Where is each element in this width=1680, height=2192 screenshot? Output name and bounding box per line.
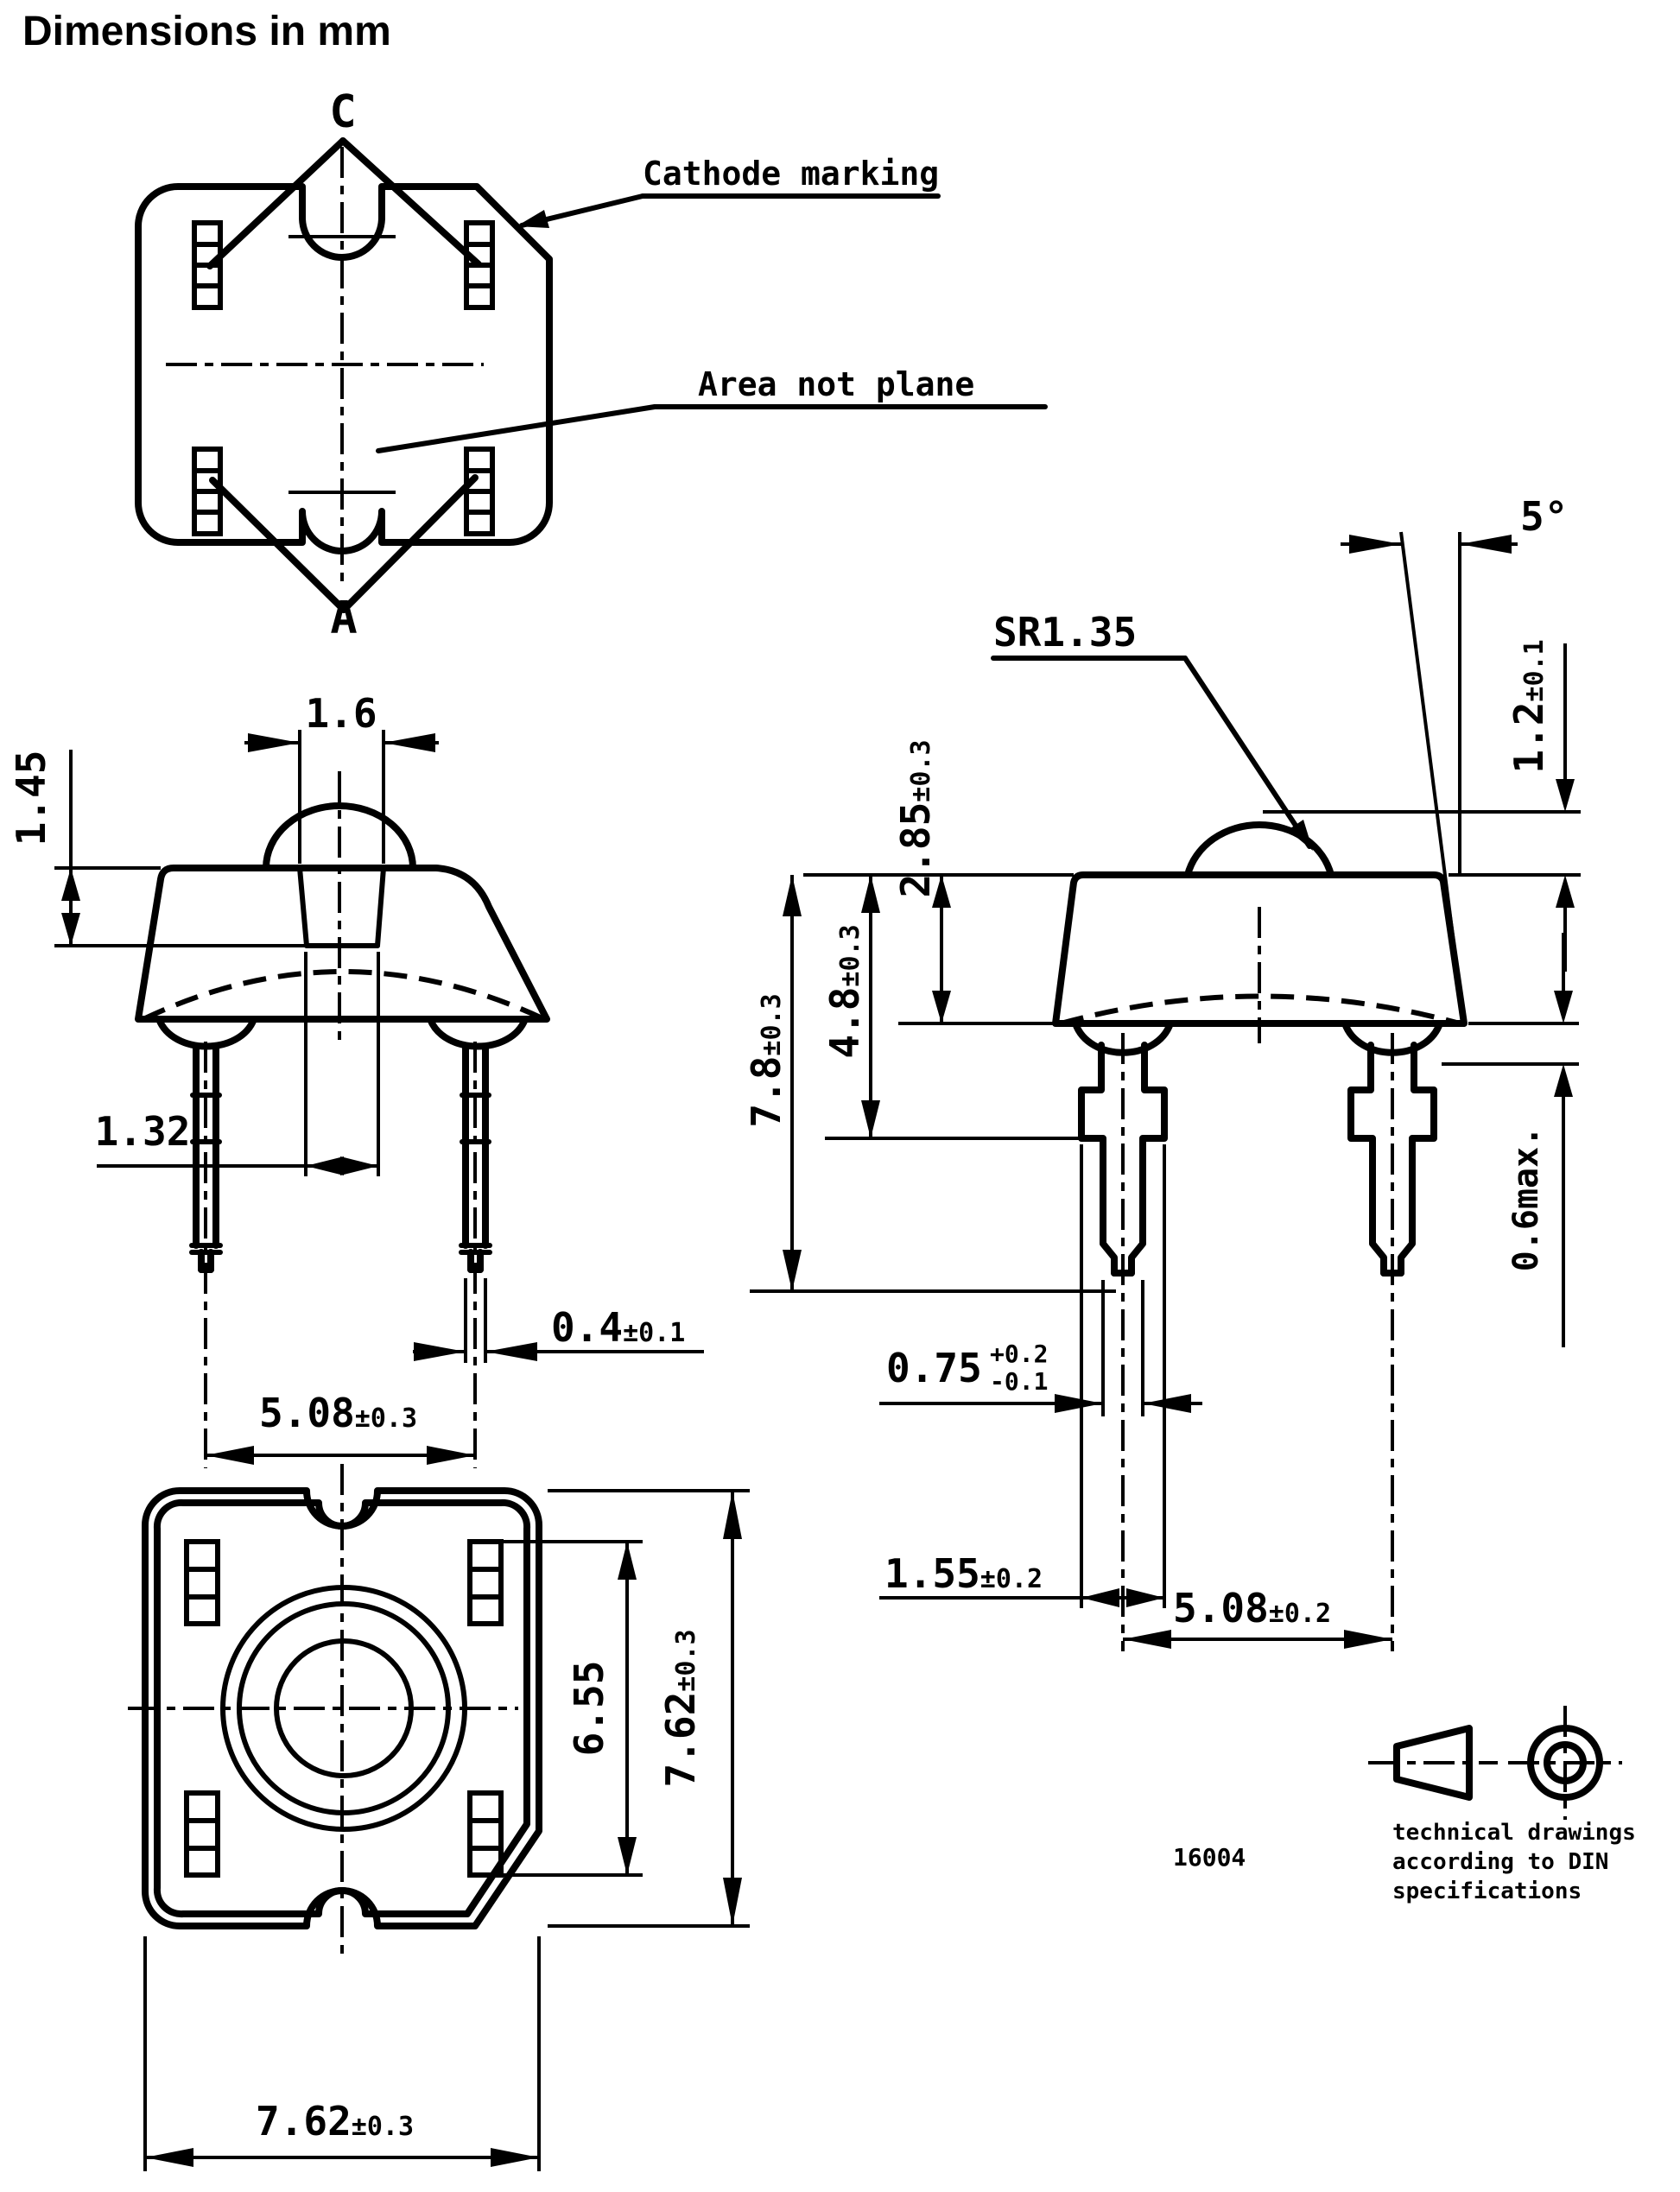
anode-pin-label: A <box>330 592 357 644</box>
dim-dome-height: 1.2±0.1 <box>1263 639 1581 972</box>
svg-text:7.62±0.3: 7.62±0.3 <box>657 1629 704 1787</box>
dim-side-lead-pitch: 5.08±0.2 <box>1123 1585 1392 1649</box>
dim-overall-length-tol: ±0.3 <box>757 993 787 1055</box>
dim-body-width: 7.62±0.3 <box>143 1936 541 2171</box>
dim-pin-width-value: 0.75 <box>886 1345 982 1391</box>
dim-cup-depth-value: 1.45 <box>8 751 54 846</box>
dim-side-lead-pitch-value: 5.08 <box>1173 1585 1269 1631</box>
drawing-number: 16004 <box>1173 1843 1246 1872</box>
front-view-right-lead <box>459 1042 492 1468</box>
dim-draft-angle: 5° <box>1341 493 1568 1024</box>
dim-body-depth-value: 7.62 <box>657 1692 704 1788</box>
svg-text:1.55±0.2: 1.55±0.2 <box>884 1550 1043 1597</box>
front-view: 1.6 1.45 1.32 0.4±0.1 <box>8 690 704 1468</box>
dim-body-width-value: 7.62 <box>256 2098 352 2144</box>
dome-radius-label: SR1.35 <box>993 609 1137 656</box>
din-note-line2: according to DIN <box>1392 1849 1608 1875</box>
svg-text:7.8±0.3: 7.8±0.3 <box>743 993 789 1127</box>
dim-body-height-tol: ±0.3 <box>906 739 936 801</box>
dim-shoulder-width-tol: ±0.2 <box>980 1564 1043 1594</box>
svg-text:5.08±0.2: 5.08±0.2 <box>1173 1585 1331 1631</box>
dim-pin-width-tol-plus: +0.2 <box>990 1340 1048 1368</box>
dome-radius-callout: SR1.35 <box>991 609 1313 851</box>
bottom-view: 6.55 7.62±0.3 7.62±0.3 <box>128 1464 750 2171</box>
cathode-marking-label: Cathode marking <box>643 155 939 193</box>
top-view-body-outline <box>135 183 553 554</box>
dim-lead-thickness-value: 0.4 <box>551 1304 623 1351</box>
side-view-area-not-plane-arc <box>1060 993 1461 1026</box>
din-block: 16004 technical drawings according to DI… <box>1173 1706 1636 1904</box>
top-view: C A Cathode marking Area not plane <box>135 86 1048 644</box>
side-view-body-outline <box>1052 871 1468 1027</box>
area-not-plane-callout: Area not plane <box>376 365 1048 453</box>
dim-side-lead-pitch-tol: ±0.2 <box>1269 1599 1331 1629</box>
svg-text:4.8±0.3: 4.8±0.3 <box>821 924 868 1058</box>
side-view: 5° SR1.35 1.2±0.1 2.85±0.3 <box>743 493 1581 1651</box>
dim-standoff: 0.6max. <box>1442 933 1579 1347</box>
dim-shoulder-depth: 4.8±0.3 <box>821 875 1080 1140</box>
bottom-view-lead-pads <box>184 1539 504 1878</box>
dim-lead-thickness-tol: ±0.1 <box>623 1318 685 1348</box>
svg-text:5.08±0.3: 5.08±0.3 <box>259 1390 417 1436</box>
dim-shoulder-width-value: 1.55 <box>884 1550 980 1597</box>
svg-text:2.85±0.3: 2.85±0.3 <box>892 739 939 897</box>
dim-pad-span: 6.55 <box>484 1540 643 1877</box>
dim-dome-height-tol: ±0.1 <box>1519 639 1550 701</box>
cathode-leader-arrowhead <box>517 210 549 228</box>
dim-dome-height-value: 1.2 <box>1506 702 1552 774</box>
projection-cone-icon <box>1393 1725 1473 1801</box>
dim-dome-width-value: 1.6 <box>305 690 377 737</box>
dim-shoulder-depth-value: 4.8 <box>821 987 868 1059</box>
dim-pin-width-tol-minus: -0.1 <box>990 1367 1048 1396</box>
svg-text:0.4±0.1: 0.4±0.1 <box>551 1304 685 1351</box>
dim-front-lead-pitch-tol: ±0.3 <box>355 1403 417 1434</box>
side-view-lens-dome <box>1184 820 1334 878</box>
cathode-marking-callout: Cathode marking <box>517 155 941 228</box>
dim-lead-thickness: 0.4±0.1 <box>413 1278 704 1363</box>
dim-pin-width: 0.75 +0.2 -0.1 <box>879 1280 1202 1416</box>
first-angle-projection-icon <box>1368 1706 1622 1820</box>
din-note-line1: technical drawings <box>1392 1820 1636 1846</box>
side-view-left-lead <box>1078 1033 1168 1651</box>
svg-text:7.62±0.3: 7.62±0.3 <box>256 2098 414 2144</box>
page-title: Dimensions in mm <box>22 9 391 54</box>
svg-text:1.2±0.1: 1.2±0.1 <box>1506 639 1552 773</box>
dim-shoulder-width: 1.55±0.2 <box>879 1144 1166 1608</box>
dim-body-width-tol: ±0.3 <box>352 2112 414 2142</box>
dim-body-height: 2.85±0.3 <box>892 739 1056 1025</box>
dim-body-depth-tol: ±0.3 <box>671 1629 701 1691</box>
dim-cup-depth: 1.45 <box>8 750 307 947</box>
dim-pad-span-value: 6.55 <box>566 1661 612 1757</box>
dim-cup-bottom-width: 1.32 <box>95 952 380 1176</box>
dome-radius-arrowhead <box>1288 820 1313 851</box>
dim-front-lead-pitch: 5.08±0.3 <box>206 1390 475 1465</box>
cathode-pin-label: C <box>329 86 356 138</box>
dim-body-height-value: 2.85 <box>892 802 939 898</box>
dim-body-depth: 7.62±0.3 <box>548 1489 750 1928</box>
area-not-plane-label: Area not plane <box>698 365 974 403</box>
dim-cup-bottom-value: 1.32 <box>95 1108 191 1155</box>
dim-overall-length: 7.8±0.3 <box>743 875 1116 1293</box>
front-view-body-outline <box>135 865 550 1023</box>
dim-shoulder-depth-tol: ±0.3 <box>835 924 865 986</box>
dim-dome-width: 1.6 <box>244 690 439 864</box>
dim-draft-angle-value: 5° <box>1520 493 1568 540</box>
din-note-line3: specifications <box>1392 1878 1582 1904</box>
front-view-area-not-plane-arc <box>142 969 546 1022</box>
front-view-lens-dome <box>263 802 416 871</box>
bottom-view-inner-outline <box>153 1498 531 1918</box>
side-view-right-lead <box>1347 1033 1437 1651</box>
dim-standoff-value: 0.6max. <box>1506 1126 1546 1272</box>
dim-front-lead-pitch-value: 5.08 <box>259 1390 355 1436</box>
dim-overall-length-value: 7.8 <box>743 1056 789 1128</box>
front-view-left-lead <box>189 1042 223 1468</box>
